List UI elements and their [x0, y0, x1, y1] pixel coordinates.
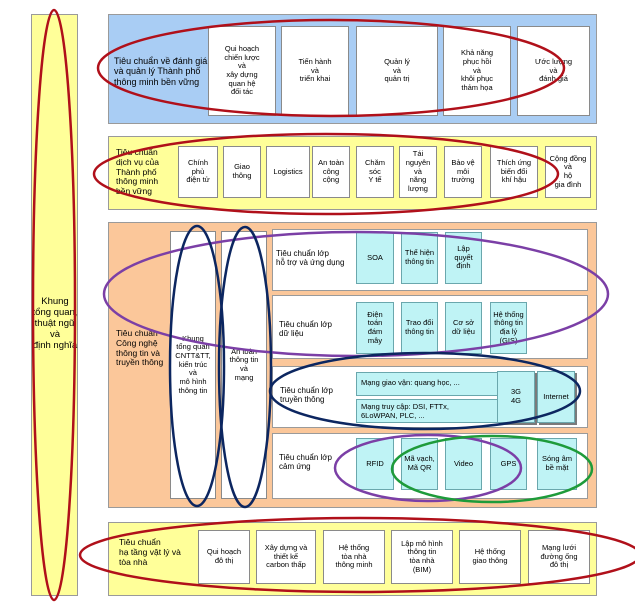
data-layer-title: Tiêu chuẩn lớp dữ liệu	[279, 320, 332, 339]
infra-item-urban-planning: Qui hoạch đô thị	[198, 530, 250, 584]
governance-item-management: Quản lý và quản trị	[356, 26, 438, 116]
governance-title: Tiêu chuẩn về đánh giá và quản lý Thành …	[114, 56, 208, 87]
infra-item-low-carbon: Xây dựng và thiết kế carbon thấp	[256, 530, 316, 584]
sensing-item-video: Video	[445, 438, 482, 490]
infra-item-bim: Lập mô hình thông tin tòa nhà (BIM)	[391, 530, 453, 584]
infra-item-transport-system: Hệ thống giao thông	[459, 530, 521, 584]
sensing-item-gps: GPS	[490, 438, 527, 490]
data-item-exchange: Trao đổi thông tin	[401, 302, 438, 354]
sensing-layer-title: Tiêu chuẩn lớp cảm ứng	[279, 453, 332, 472]
ict-title: Tiêu chuẩn Công nghệ thông tin và truyền…	[116, 328, 164, 368]
governance-item-implementation: Tiến hành và triển khai	[281, 26, 349, 116]
overview-label: Khung tổng quan, thuật ngữ và định nghĩa	[32, 296, 78, 351]
sensing-item-rfid: RFID	[356, 438, 394, 490]
support-layer-title: Tiêu chuẩn lớp hỗ trợ và ứng dụng	[276, 249, 345, 268]
infrastructure-title: Tiêu chuẩn hạ tầng vật lý và tòa nhà	[119, 537, 181, 567]
access-network-label: Mạng truy cập: DSI, FTTx, 6LoWPAN, PLC, …	[361, 402, 449, 420]
service-item-climate: Thích ứng biến đổi khí hậu	[490, 146, 538, 198]
service-item-environment: Bảo vệ môi trường	[444, 146, 482, 198]
data-item-cloud: Điện toán đám mây	[356, 302, 394, 354]
support-item-soa: SOA	[356, 232, 394, 284]
support-item-decision-making: Lập quyết định	[445, 232, 482, 284]
service-item-community: Cộng đồng và hộ gia đình	[545, 146, 591, 198]
mobile-network: 3G 4G	[497, 371, 535, 423]
overview-column: Khung tổng quan, thuật ngữ và định nghĩa	[31, 14, 78, 596]
governance-item-resilience: Khả năng phục hồi và khôi phục thảm họa	[443, 26, 511, 116]
access-network: Mạng truy cập: DSI, FTTx, 6LoWPAN, PLC, …	[356, 399, 500, 423]
governance-item-planning: Qui hoạch chiến lược và xây dựng quan hệ…	[208, 26, 276, 116]
sensing-item-saw: Sóng âm bề mặt	[537, 438, 577, 490]
service-item-resources-energy: Tái nguyên và năng lượng	[399, 146, 437, 198]
ict-framework: Khung tổng quan CNTT&TT, kiến trúc và mô…	[170, 231, 216, 499]
services-title: Tiêu chuẩn dịch vụ của Thành phố thông m…	[116, 147, 159, 197]
service-item-healthcare: Chăm sóc Y tế	[356, 146, 394, 198]
internet-network: Internet	[537, 371, 575, 423]
service-item-transport: Giao thông	[223, 146, 261, 198]
service-item-public-safety: An toàn công cộng	[312, 146, 350, 198]
infra-item-utility-pipes: Mạng lưới đường ống đô thị	[528, 530, 590, 584]
communication-layer-title: Tiêu chuẩn lớp truyền thông	[280, 386, 333, 405]
sensing-item-barcode-qr: Mã vạch, Mã QR	[401, 438, 438, 490]
governance-item-assessment: Ước lượng và đánh giá	[517, 26, 590, 116]
infra-item-smart-building: Hệ thống tòa nhà thông minh	[323, 530, 385, 584]
service-item-egovernment: Chính phủ điện tử	[178, 146, 218, 198]
support-item-information-presentation: Thể hiện thông tin	[401, 232, 438, 284]
data-item-gis: Hệ thống thông tin địa lý (GIS)	[490, 302, 527, 354]
service-item-logistics: Logistics	[266, 146, 310, 198]
transport-network: Mạng giao vận: quang học, ...	[356, 372, 500, 396]
transport-network-label: Mạng giao vận: quang học, ...	[361, 378, 460, 387]
ict-security: An toàn thông tin và mạng	[221, 231, 267, 499]
data-item-database: Cơ sở dữ liệu	[445, 302, 482, 354]
